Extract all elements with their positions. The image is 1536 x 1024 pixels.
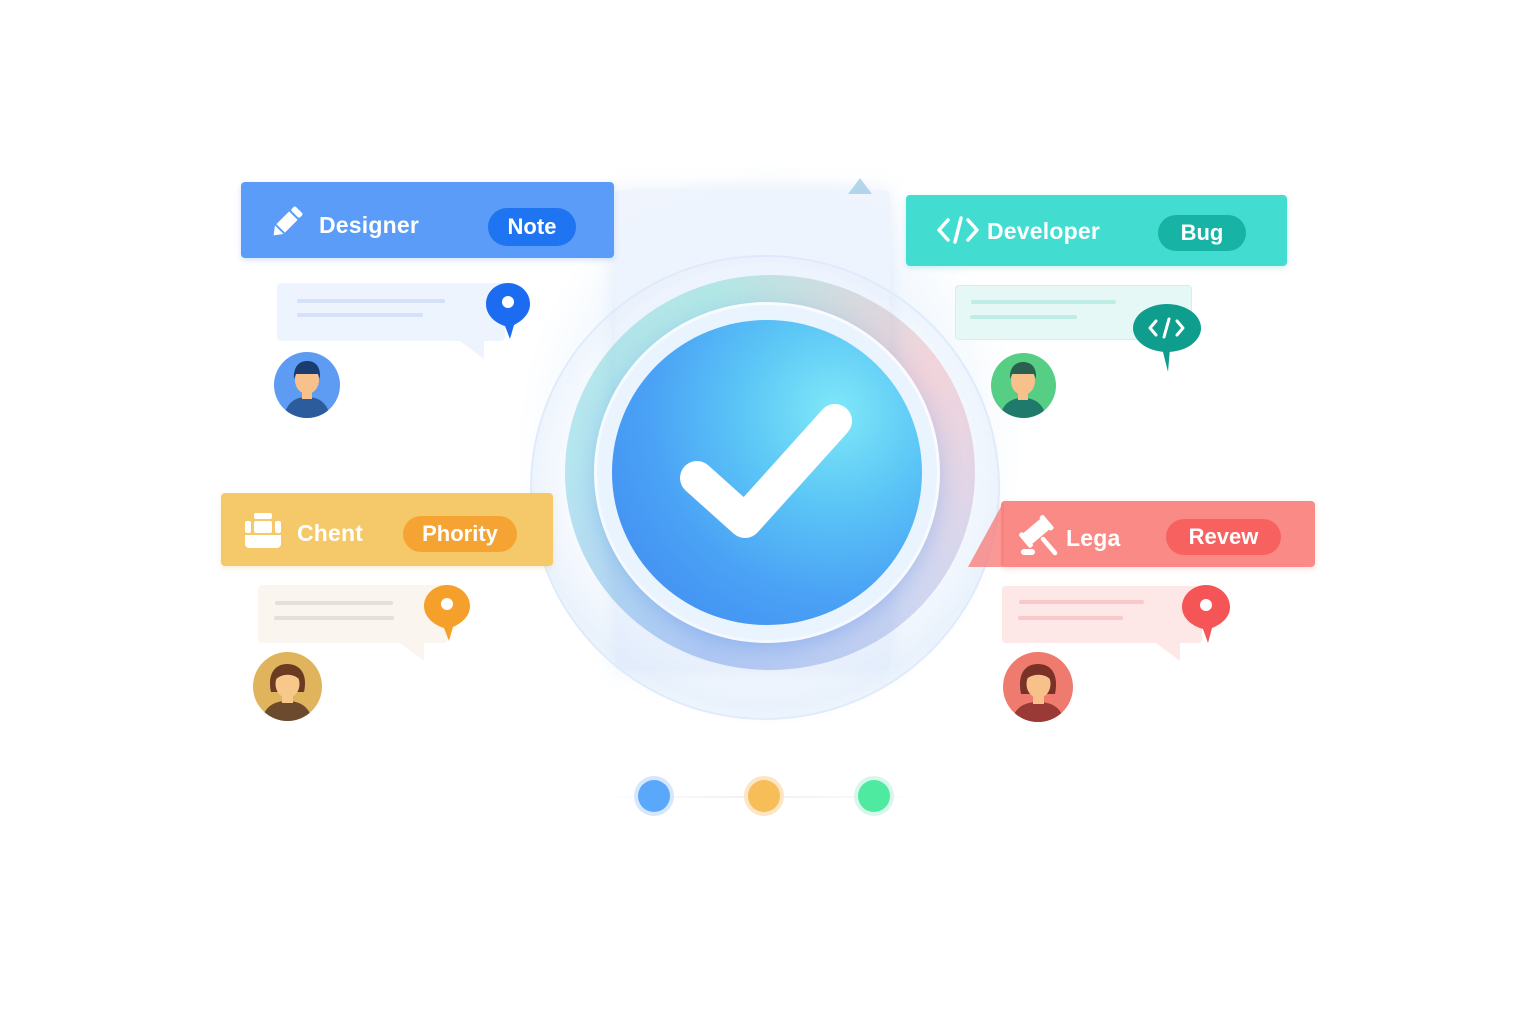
client-role-label: Chent bbox=[297, 520, 364, 546]
document-corner-icon bbox=[848, 178, 872, 194]
developer-role-label: Developer bbox=[987, 218, 1101, 244]
status-dot-green[interactable] bbox=[858, 780, 890, 812]
client-avatar[interactable] bbox=[253, 652, 322, 721]
comment-line bbox=[970, 315, 1077, 319]
status-dot-orange[interactable] bbox=[748, 780, 780, 812]
review-tag[interactable]: Revew bbox=[1166, 519, 1281, 555]
designer-avatar[interactable] bbox=[274, 352, 340, 418]
code-icon bbox=[936, 215, 980, 245]
designer-comment-bubble[interactable] bbox=[277, 283, 505, 341]
priority-tag[interactable]: Phority bbox=[403, 516, 517, 552]
legal-avatar[interactable] bbox=[1003, 652, 1073, 722]
comment-line bbox=[971, 300, 1116, 304]
client-comment-bubble[interactable] bbox=[258, 585, 448, 643]
legal-role-label: Lega bbox=[1066, 525, 1121, 551]
location-pin-icon[interactable] bbox=[484, 281, 532, 341]
legal-comment-bubble[interactable] bbox=[1002, 586, 1202, 643]
comment-line bbox=[275, 601, 393, 605]
location-pin-icon[interactable] bbox=[422, 583, 472, 643]
card-flap bbox=[968, 501, 1004, 567]
comment-line bbox=[1018, 616, 1123, 620]
comment-line bbox=[274, 616, 394, 620]
designer-role-label: Designer bbox=[319, 212, 420, 238]
bubble-tail bbox=[400, 643, 424, 661]
comment-line bbox=[1019, 600, 1144, 604]
developer-avatar[interactable] bbox=[991, 353, 1056, 418]
location-pin-icon[interactable] bbox=[1180, 583, 1232, 645]
comment-line bbox=[297, 313, 423, 317]
gavel-icon bbox=[1019, 513, 1061, 557]
comment-line bbox=[297, 299, 445, 303]
status-dot-blue[interactable] bbox=[638, 780, 670, 812]
bubble-tail bbox=[1156, 643, 1180, 661]
bubble-tail bbox=[460, 341, 484, 359]
briefcase-icon bbox=[243, 511, 283, 549]
approve-badge[interactable] bbox=[612, 320, 922, 625]
pencil-icon bbox=[268, 203, 306, 241]
code-bubble-icon[interactable] bbox=[1132, 302, 1204, 374]
note-tag[interactable]: Note bbox=[488, 208, 576, 246]
bug-tag[interactable]: Bug bbox=[1158, 215, 1246, 251]
check-icon bbox=[680, 403, 852, 538]
